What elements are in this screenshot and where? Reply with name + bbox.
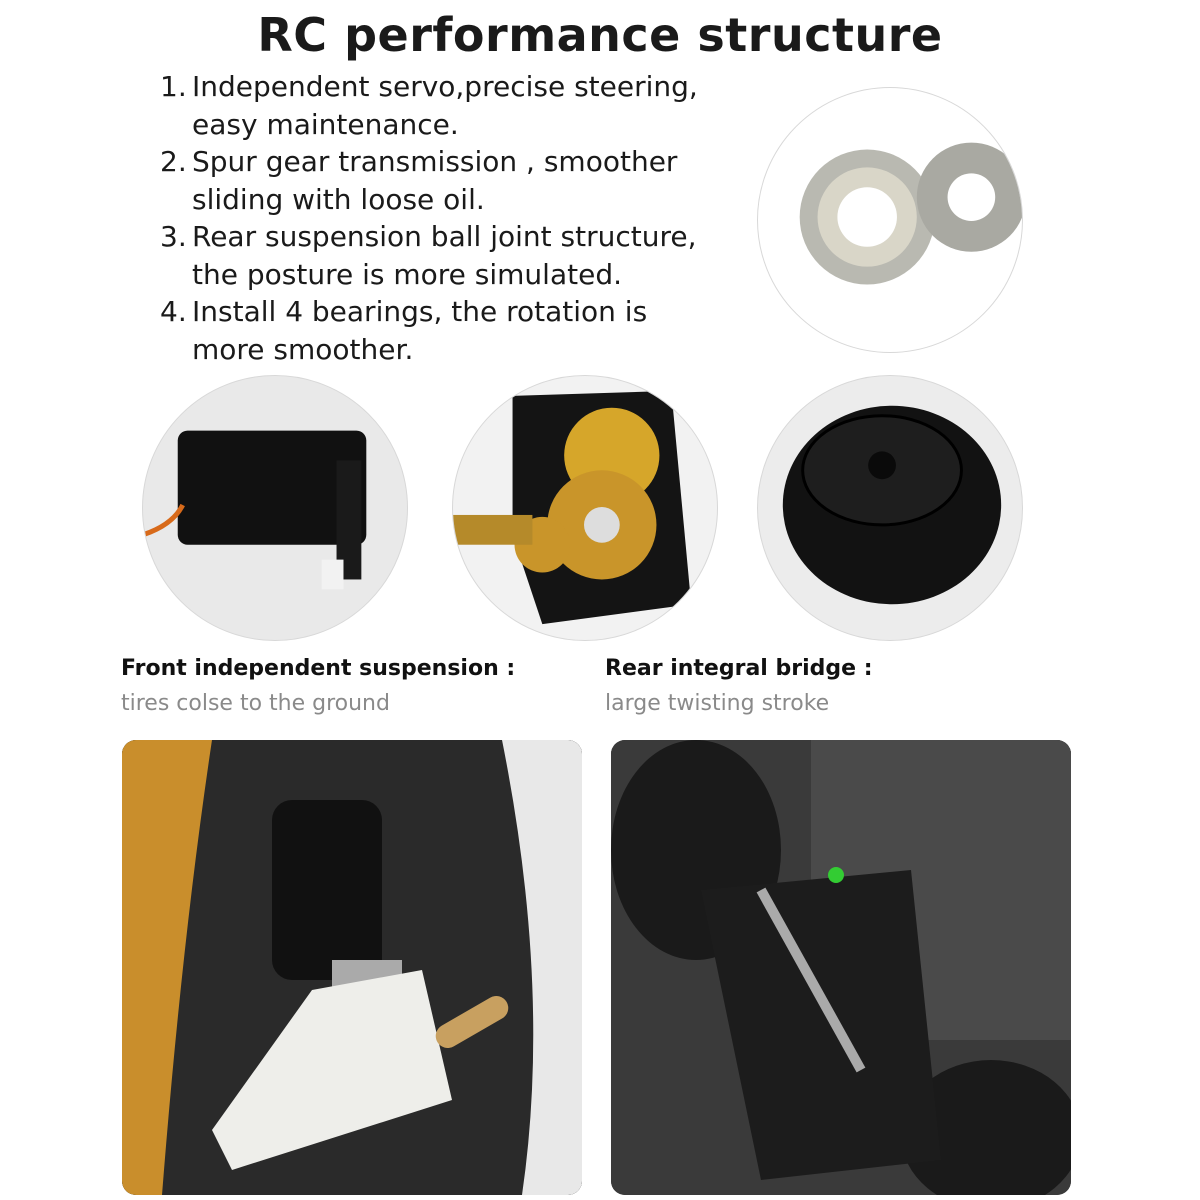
- feature-text: sliding with loose oil.: [192, 182, 485, 216]
- gears-image: [452, 375, 718, 641]
- rear-bridge-caption: Rear integral bridge : large twisting st…: [605, 656, 873, 716]
- caption-heading: Rear integral bridge :: [605, 656, 873, 681]
- feature-number: 2.: [160, 145, 187, 178]
- caption-heading: Front independent suspension :: [121, 656, 516, 681]
- feature-item: 1.Independent servo,precise steering, eas…: [160, 68, 720, 143]
- feature-number: 3.: [160, 220, 187, 253]
- caption-subtext: tires colse to the ground: [121, 691, 390, 716]
- rear-bridge-photo: [611, 740, 1071, 1195]
- feature-text: Spur gear transmission , smoother: [192, 145, 678, 178]
- feature-item: 3.Rear suspension ball joint structure, t…: [160, 218, 720, 293]
- front-suspension-photo: [122, 740, 582, 1195]
- feature-number: 4.: [160, 295, 187, 328]
- feature-item: 2.Spur gear transmission , smoother slidi…: [160, 143, 720, 218]
- feature-text: Rear suspension ball joint structure,: [192, 220, 697, 253]
- feature-text: more smoother.: [192, 332, 414, 366]
- caption-subtext: large twisting stroke: [605, 691, 830, 716]
- feature-list: 1.Independent servo,precise steering, eas…: [160, 68, 720, 368]
- feature-text: Install 4 bearings, the rotation is: [192, 295, 648, 328]
- feature-text: Independent servo,precise steering,: [192, 70, 698, 103]
- feature-text: the posture is more simulated.: [192, 257, 622, 291]
- front-suspension-caption: Front independent suspension : tires col…: [121, 656, 515, 716]
- bearings-image: [757, 87, 1023, 353]
- wheel-image: [757, 375, 1023, 641]
- feature-text: easy maintenance.: [192, 107, 459, 141]
- feature-item: 4.Install 4 bearings, the rotation is mor…: [160, 293, 720, 368]
- page-title: RC performance structure: [257, 8, 943, 62]
- feature-number: 1.: [160, 70, 187, 103]
- servo-image: [142, 375, 408, 641]
